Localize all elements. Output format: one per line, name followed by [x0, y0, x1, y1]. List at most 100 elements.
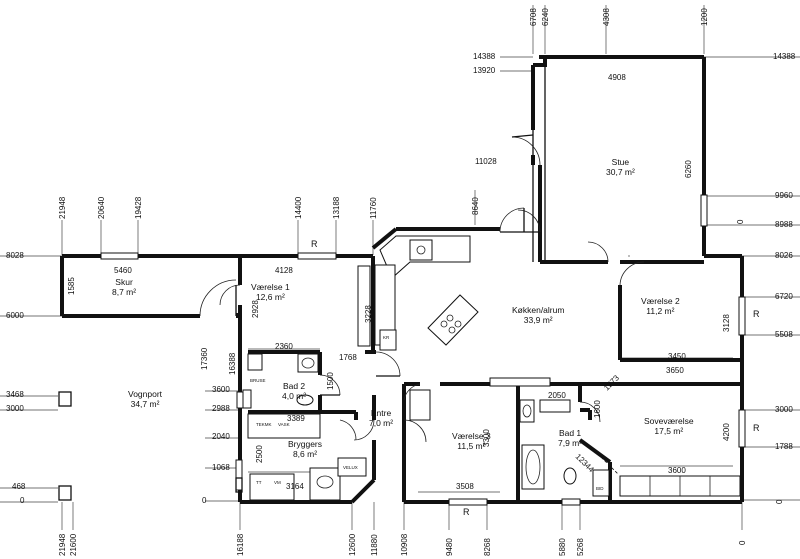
- dim-label: 1200: [700, 8, 709, 26]
- dim-label: 14388: [773, 52, 796, 61]
- dim-label: 10908: [400, 533, 409, 556]
- radiator-mark: R: [753, 423, 760, 433]
- dim-label: 3450: [668, 352, 686, 361]
- dim-label: 21948: [58, 196, 67, 219]
- dimension-lines: [0, 5, 800, 530]
- dim-label: 6000: [6, 311, 24, 320]
- room-name: Soveværelse: [644, 416, 694, 426]
- radiator-mark: R: [753, 309, 760, 319]
- room-name: Bad 2: [282, 381, 306, 391]
- room-name: Værelse 2: [641, 296, 680, 306]
- dim-label: 20640: [97, 196, 106, 219]
- room-area: 30,7 m²: [606, 167, 635, 177]
- dim-label: 16388: [228, 352, 237, 375]
- dim-label: 14400: [294, 196, 303, 219]
- room-area: 11,2 m²: [646, 306, 675, 316]
- dim-label: 1585: [67, 277, 76, 295]
- room-area: 8,6 m²: [292, 449, 318, 459]
- dim-label: 3600: [212, 385, 230, 394]
- dim-label: 4128: [275, 266, 293, 275]
- dim-label: 8640: [471, 197, 480, 215]
- dim-label: 8268: [483, 538, 492, 556]
- dim-label: 2988: [212, 404, 230, 413]
- dim-label: 21600: [69, 533, 78, 556]
- dim-label: 8988: [775, 220, 793, 229]
- kitchen-fixtures: [357, 235, 551, 421]
- dim-label: 11760: [369, 197, 378, 219]
- dim-label: 3000: [6, 404, 24, 413]
- dim-label: 2360: [275, 342, 293, 351]
- dim-label: 4308: [602, 8, 611, 26]
- dim-label: 5880: [558, 538, 567, 556]
- dim-label: 3650: [666, 366, 684, 375]
- room-area: 7,0 m²: [369, 418, 394, 428]
- dim-label: 8026: [775, 251, 793, 260]
- room-area: 7,9 m²: [558, 438, 583, 448]
- room-name: Bad 1: [558, 428, 582, 438]
- room-area: 11,5 m²: [457, 441, 486, 451]
- dim-label: 468: [12, 482, 26, 491]
- room-area: 4,0 m²: [282, 391, 307, 401]
- bath-fixtures: [242, 353, 741, 501]
- room-name: Køkken/alrum: [512, 305, 565, 315]
- room-area: 17,5 m²: [654, 426, 684, 436]
- dim-label: 5460: [114, 266, 132, 275]
- dim-label: 21948: [58, 533, 67, 556]
- dim-label: 0: [202, 496, 207, 505]
- windows: [100, 65, 746, 506]
- fixture-label: TT: [256, 480, 262, 485]
- dim-label: 9480: [445, 538, 454, 556]
- dim-label: 2040: [212, 432, 230, 441]
- dim-label: 1600: [593, 400, 602, 418]
- dim-label: 0: [736, 219, 745, 224]
- room-area: 34,7 m²: [130, 399, 160, 409]
- dim-label: 11880: [370, 534, 379, 556]
- dim-label: 5268: [576, 538, 585, 556]
- walls: [60, 55, 744, 504]
- dim-label: 3228: [364, 305, 373, 323]
- dim-label: 3508: [456, 482, 474, 491]
- dim-label: 6240: [541, 8, 550, 26]
- dim-label: 3164: [286, 482, 304, 491]
- dim-label: 9960: [775, 191, 793, 200]
- carport-post: [58, 485, 72, 501]
- fixture-label: VELUX: [343, 465, 358, 470]
- dim-label: 12600: [348, 533, 357, 556]
- fixture-label: VM: [274, 480, 281, 485]
- carport-post: [58, 391, 72, 407]
- room-area: 8,7 m²: [112, 287, 137, 297]
- room-name: Stue: [611, 157, 630, 167]
- dim-label: 4908: [608, 73, 626, 82]
- fixture-label: BID: [596, 486, 604, 491]
- room-area: 12,6 m²: [255, 292, 285, 302]
- room-name: Værelse 3: [452, 431, 491, 441]
- dim-label: 0: [20, 496, 25, 505]
- dim-label: 11028: [475, 157, 497, 166]
- dim-label: 2050: [548, 391, 566, 400]
- dim-label: 6260: [684, 160, 693, 178]
- fixture-label: TEKMK: [256, 422, 272, 427]
- dim-label: 14388: [473, 52, 496, 61]
- fixture-label: VASK: [278, 422, 290, 427]
- dim-label: 1768: [339, 353, 357, 362]
- dim-label: 3389: [287, 414, 305, 423]
- dim-label: 19428: [134, 196, 143, 219]
- room-name: Entre: [370, 408, 392, 418]
- dim-label: 3468: [6, 390, 24, 399]
- dim-label: 1068: [212, 463, 230, 472]
- dim-label: 3600: [668, 466, 686, 475]
- dim-label: 2928: [251, 300, 260, 318]
- dim-label: 2500: [255, 445, 264, 463]
- dim-label: 4200: [722, 423, 731, 441]
- room-area: 33,9 m²: [523, 315, 553, 325]
- dim-label: 0: [775, 499, 784, 504]
- dim-label: 13188: [332, 196, 341, 219]
- dim-label: 3000: [775, 405, 793, 414]
